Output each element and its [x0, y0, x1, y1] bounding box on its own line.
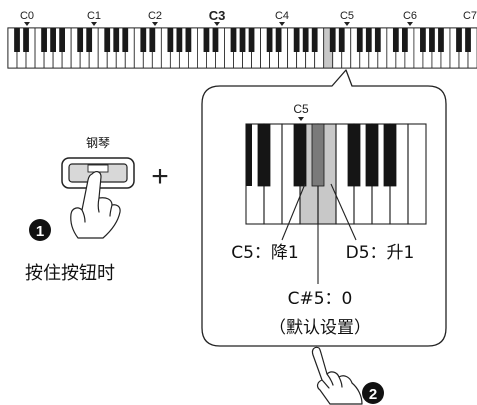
mini-black-key [185, 28, 192, 52]
octave-label-c7: C7 [463, 10, 477, 22]
mini-black-key [266, 28, 273, 52]
mini-black-key [230, 28, 237, 52]
mini-black-key [149, 28, 156, 52]
mini-black-key [212, 28, 219, 52]
octave-label-c5: C5 [340, 10, 354, 22]
center-note-label: C#5：0 [288, 289, 353, 309]
mini-black-key [456, 28, 462, 52]
mini-keyboard [7, 27, 477, 69]
octave-label-c6: C6 [403, 10, 417, 22]
mini-black-key [104, 28, 111, 52]
button-label: 钢琴 [86, 136, 110, 150]
octave-marker-c2 [152, 22, 158, 26]
octave-label-c1: C1 [87, 10, 101, 22]
zoom-white-key [407, 123, 427, 225]
pointer-line-right [330, 183, 357, 241]
mini-black-key [311, 28, 318, 52]
mini-black-key [438, 28, 444, 52]
mini-black-key [420, 28, 426, 52]
octave-label-c3: C3 [209, 8, 226, 23]
right-note-label: D5：升1 [346, 243, 415, 263]
mini-keyboard-black-keys [14, 28, 471, 52]
mini-black-key [77, 28, 84, 52]
mini-black-key [293, 28, 300, 52]
octave-marker-c0 [24, 22, 30, 26]
mini-black-key [338, 28, 345, 52]
octave-marker-c4 [279, 22, 285, 26]
mini-black-key [329, 28, 336, 52]
default-note-label: （默认设置） [269, 318, 371, 338]
mini-black-key [239, 28, 246, 52]
mini-black-key [465, 28, 471, 52]
zoom-black-key-csharp5-highlighted [311, 123, 325, 187]
mini-black-key [59, 28, 66, 52]
pressing-hand-icon [70, 171, 121, 239]
mini-black-key [392, 28, 399, 52]
step-2-badge [362, 382, 384, 404]
step-1-number: 1 [36, 223, 44, 240]
mini-black-key [113, 28, 120, 52]
mini-black-key [14, 28, 20, 52]
zoom-black-key [257, 123, 271, 187]
octave-marker-c5 [344, 22, 350, 26]
mini-black-key [176, 28, 183, 52]
pointer-line-left [281, 183, 306, 241]
mini-black-key [140, 28, 147, 52]
mini-black-key [365, 28, 372, 52]
mini-black-key [122, 28, 129, 52]
octave-label-c0: C0 [20, 10, 34, 22]
zoom-key-marker [298, 117, 304, 121]
zoom-black-keys [246, 123, 397, 187]
left-note-label: C5：降1 [231, 243, 299, 263]
mini-black-key [401, 28, 408, 52]
mini-black-key [86, 28, 93, 52]
octave-marker-c3 [214, 22, 220, 26]
zoom-black-key [383, 123, 397, 187]
mini-black-key [275, 28, 282, 52]
mini-black-key [374, 28, 381, 52]
mini-black-key [302, 28, 309, 52]
step-1-badge [29, 219, 51, 241]
octave-labels: C0 C1 C2 C3 C4 C5 C6 C7 [20, 8, 477, 26]
mini-black-key [429, 28, 435, 52]
hold-button-instruction: 按住按钮时 [25, 263, 115, 284]
octave-marker-c6 [407, 22, 413, 26]
zoom-black-key-edge [246, 124, 252, 186]
mini-black-key [23, 28, 29, 52]
zoom-key-label: C5 [293, 102, 309, 116]
octave-label-c4: C4 [275, 10, 289, 22]
plus-sign: + [151, 160, 169, 193]
mini-black-key [248, 28, 255, 52]
mini-black-key [50, 28, 56, 52]
zoom-black-key [293, 123, 307, 187]
zoom-black-key [347, 123, 361, 187]
zoom-keyboard: C5 [245, 102, 427, 225]
mini-black-key [41, 28, 47, 52]
zoom-black-key [365, 123, 379, 187]
step-2-number: 2 [369, 386, 377, 403]
mini-black-key [203, 28, 210, 52]
mini-black-key [167, 28, 174, 52]
octave-label-c2: C2 [148, 10, 162, 22]
pointing-hand-icon [311, 346, 363, 405]
button-indicator [87, 164, 109, 173]
octave-marker-c1 [91, 22, 97, 26]
mini-black-key [356, 28, 363, 52]
